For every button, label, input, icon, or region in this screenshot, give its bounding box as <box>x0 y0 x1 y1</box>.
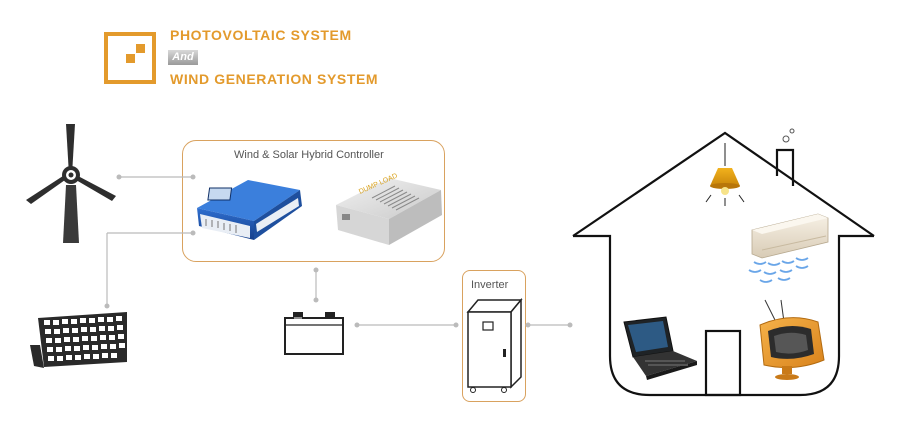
dump-load-device-icon <box>336 178 442 245</box>
chimney-smoke-icon <box>782 128 795 143</box>
inverter-label: Inverter <box>471 279 509 291</box>
wind-turbine-icon <box>26 124 116 243</box>
battery-icon <box>284 312 344 355</box>
title-wind-generation: WIND GENERATION SYSTEM <box>170 71 379 87</box>
lamp-icon <box>705 143 745 206</box>
television-icon <box>759 299 825 380</box>
air-conditioner-icon <box>748 213 829 283</box>
title-photovoltaic: PHOTOVOLTAIC SYSTEM <box>170 27 352 43</box>
inverter-panel <box>462 270 526 402</box>
laptop-icon <box>623 316 697 380</box>
controller-device-icon <box>197 180 302 240</box>
controller-label: Wind & Solar Hybrid Controller <box>234 149 384 161</box>
solar-panel-icon <box>30 312 127 368</box>
controller-panel <box>182 140 445 262</box>
logo-icon <box>104 32 156 84</box>
connector-lines <box>106 176 570 326</box>
title-and: And <box>168 50 198 65</box>
connector-dots <box>104 174 573 328</box>
inverter-icon <box>466 297 523 393</box>
house-icon <box>572 131 875 397</box>
